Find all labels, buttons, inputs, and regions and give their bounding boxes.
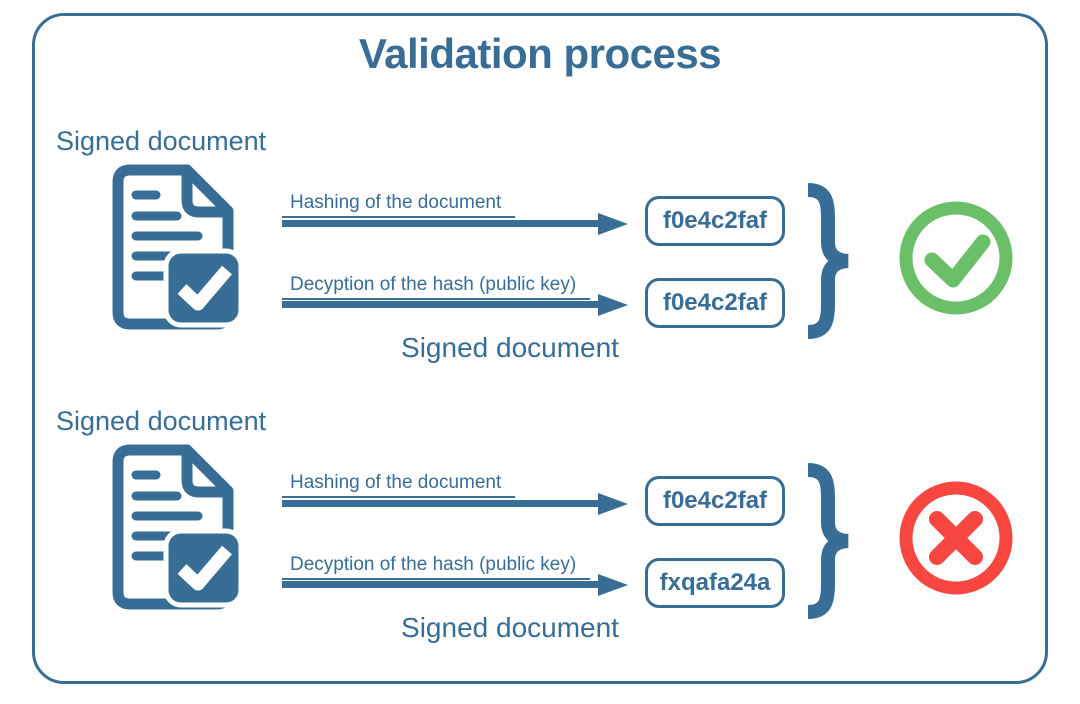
hash-value-box: f0e4c2faf [645,278,785,328]
decryption-arrow-head-icon [598,574,628,596]
signed-document-icon [112,444,244,610]
brace-icon [807,463,849,619]
signed-document-caption: Signed document [401,612,619,643]
hashing-arrow-label: Hashing of the document [282,192,516,218]
section-invalid: Signed document Hashing of the document … [0,400,1080,680]
check-circle-icon [899,201,1013,315]
decryption-arrow-label: Decyption of the hash (public key) [282,274,591,300]
hashing-arrow-line [282,500,600,507]
cross-circle-icon [899,481,1013,595]
hashing-arrow-head-icon [598,493,628,515]
brace-icon [807,183,849,339]
hash-value-box: fxqafa24a [645,558,785,608]
hashing-arrow-head-icon [598,213,628,235]
hash-value: f0e4c2faf [662,289,768,316]
check-badge-icon [163,248,244,328]
diagram-border [32,13,1048,684]
section-valid: Signed document Hashing of the document … [0,120,1080,400]
hash-value: f0e4c2faf [662,487,768,514]
decryption-arrow-head-icon [598,294,628,316]
hash-value-box: f0e4c2faf [645,196,785,246]
decryption-arrow-label: Decyption of the hash (public key) [282,554,591,580]
signed-document-label: Signed document [56,126,267,156]
page-title: Validation process [358,30,722,77]
hashing-arrow-label: Hashing of the document [282,472,516,498]
signed-document-caption: Signed document [401,332,619,363]
hash-value: fxqafa24a [659,569,771,596]
hashing-arrow-line [282,220,600,227]
signed-document-label: Signed document [56,406,267,436]
decryption-arrow-line [282,301,600,308]
hash-value-box: f0e4c2faf [645,476,785,526]
decryption-arrow-line [282,581,600,588]
signed-document-icon [112,164,244,330]
check-badge-icon [163,528,244,608]
hash-value: f0e4c2faf [662,207,768,234]
